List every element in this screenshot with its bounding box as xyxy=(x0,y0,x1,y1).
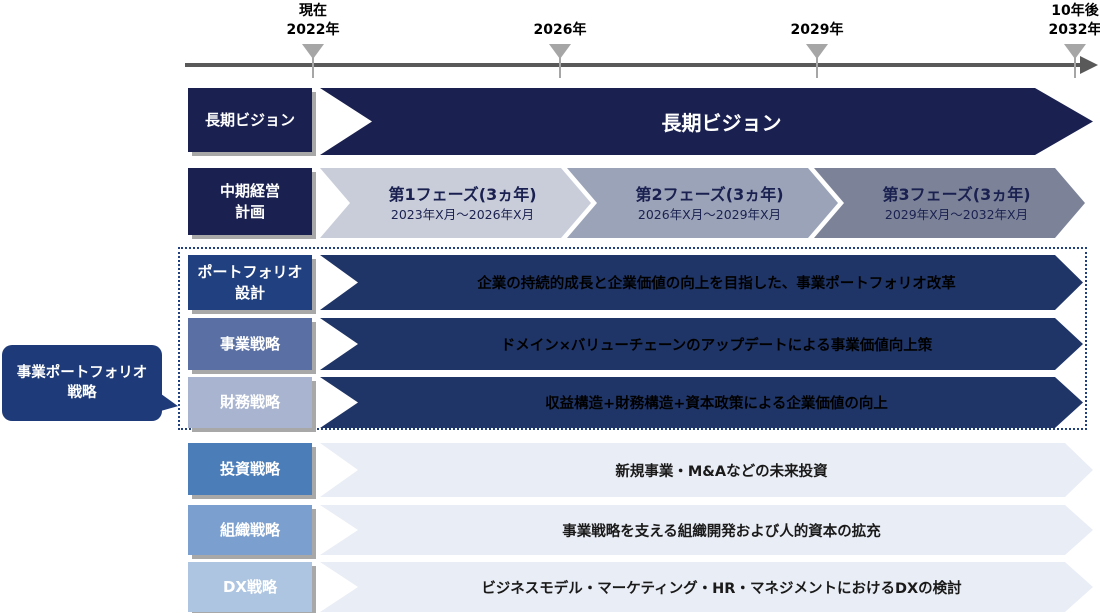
arrow-investment-strategy: 新規事業・M&Aなどの未来投資 xyxy=(320,443,1093,497)
timeline-marker-icon xyxy=(302,44,324,59)
phase-1-period: 2023年X月〜2026年X月 xyxy=(390,206,535,222)
arrow-business-strategy-text: ドメイン×バリューチェーンのアップデートによる事業価値向上策 xyxy=(500,337,933,354)
timeline-label-2026: 2026年 xyxy=(533,22,587,38)
timeline-tick xyxy=(816,46,818,78)
timeline-label-2022: 現在 2022年 xyxy=(286,3,340,38)
row-label-dx-strategy: DX戦略 xyxy=(188,562,312,612)
arrow-dx-strategy-text: ビジネスモデル・マーケティング・HR・マネジメントにおけるDXの検討 xyxy=(481,580,962,597)
arrow-investment-strategy-text: 新規事業・M&Aなどの未来投資 xyxy=(615,463,828,480)
row-label-business-strategy: 事業戦略 xyxy=(188,318,312,370)
callout-tail-icon xyxy=(150,386,178,414)
arrow-portfolio-design: 企業の持続的成長と企業価値の向上を目指した、事業ポートフォリオ改革 xyxy=(320,255,1083,310)
phase-1: 第1フェーズ(3ヵ年) 2023年X月〜2026年X月 xyxy=(320,168,591,238)
timeline-axis xyxy=(185,63,1083,67)
arrow-dx-strategy: ビジネスモデル・マーケティング・HR・マネジメントにおけるDXの検討 xyxy=(320,562,1093,612)
row-label-finance-strategy: 財務戦略 xyxy=(188,377,312,428)
row-label-portfolio-design: ポートフォリオ 設計 xyxy=(188,255,312,310)
timeline-label-2032: 10年後 2032年 xyxy=(1048,3,1100,38)
arrow-portfolio-design-text: 企業の持続的成長と企業価値の向上を目指した、事業ポートフォリオ改革 xyxy=(477,276,956,292)
arrow-business-strategy: ドメイン×バリューチェーンのアップデートによる事業価値向上策 xyxy=(320,318,1083,370)
phase-2-title: 第2フェーズ(3ヵ年) xyxy=(635,184,784,204)
phase-3-title: 第3フェーズ(3ヵ年) xyxy=(882,184,1031,204)
timeline-label-2029: 2029年 xyxy=(790,22,844,38)
phase-3: 第3フェーズ(3ヵ年) 2029年X月〜2032年X月 xyxy=(814,168,1085,238)
phase-track: 第1フェーズ(3ヵ年) 2023年X月〜2026年X月 第2フェーズ(3ヵ年) … xyxy=(320,168,1085,238)
business-portfolio-strategy-callout: 事業ポートフォリオ 戦略 xyxy=(2,345,162,421)
timeline-tick xyxy=(559,46,561,78)
timeline-marker-icon xyxy=(806,44,828,59)
phase-2-period: 2026年X月〜2029年X月 xyxy=(637,206,782,222)
arrow-organization-strategy: 事業戦略を支える組織開発および人的資本の拡充 xyxy=(320,505,1093,555)
arrow-organization-strategy-text: 事業戦略を支える組織開発および人的資本の拡充 xyxy=(562,523,881,540)
arrow-long-term-vision-text: 長期ビジョン xyxy=(661,111,782,135)
phase-1-title: 第1フェーズ(3ヵ年) xyxy=(388,184,537,204)
timeline-arrowhead-icon xyxy=(1080,56,1098,74)
arrow-finance-strategy-text: 収益構造+財務構造+資本政策による企業価値の向上 xyxy=(545,396,888,412)
timeline-marker-icon xyxy=(549,44,571,59)
timeline-tick xyxy=(1074,46,1076,78)
timeline-marker-icon xyxy=(1064,44,1086,59)
portfolio-strategy-focus-box xyxy=(178,247,1087,430)
phase-2: 第2フェーズ(3ヵ年) 2026年X月〜2029年X月 xyxy=(567,168,838,238)
timeline-tick xyxy=(312,46,314,78)
row-label-organization-strategy: 組織戦略 xyxy=(188,505,312,555)
row-label-long-term-vision: 長期ビジョン xyxy=(188,88,312,152)
arrow-long-term-vision: 長期ビジョン xyxy=(320,88,1093,155)
row-label-investment-strategy: 投資戦略 xyxy=(188,443,312,495)
arrow-finance-strategy: 収益構造+財務構造+資本政策による企業価値の向上 xyxy=(320,377,1083,428)
row-label-mid-term-plan: 中期経営 計画 xyxy=(188,168,312,235)
phase-3-period: 2029年X月〜2032年X月 xyxy=(884,206,1029,222)
